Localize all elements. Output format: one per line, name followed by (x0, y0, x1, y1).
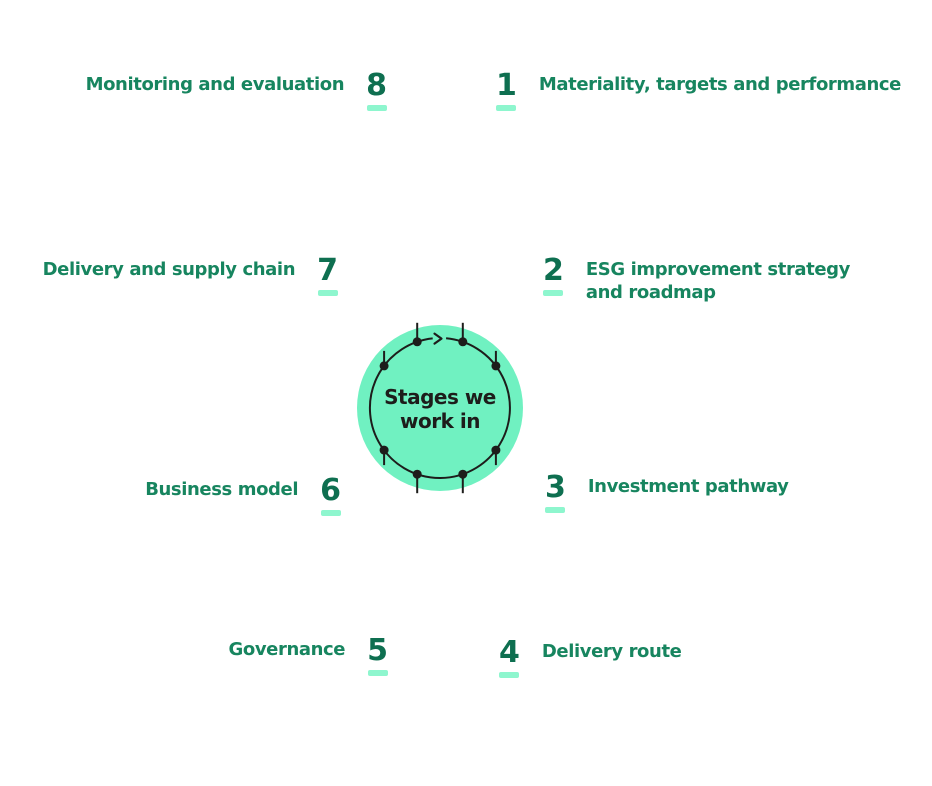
stage-2-underline (543, 290, 564, 296)
center-title-line2: work in (400, 409, 480, 433)
stage-1-number: 1 (496, 68, 517, 103)
stage-5-number-block: 5 (367, 636, 388, 676)
cycle-dot (458, 469, 468, 479)
stage-3-number-block: 3 (545, 473, 566, 513)
mint-disc (357, 325, 523, 491)
stage-5: Governance 5 (228, 636, 388, 676)
stage-6-number: 6 (320, 473, 341, 508)
stage-6-underline (320, 510, 341, 516)
stage-8: Monitoring and evaluation 8 (86, 71, 387, 111)
stage-4-number: 4 (499, 635, 520, 670)
stage-2-number: 2 (543, 253, 564, 288)
cycle-dot (458, 337, 468, 347)
cycle-dot (379, 361, 389, 371)
cycle-graphic: Stages we work in (357, 322, 523, 494)
stage-8-label: Monitoring and evaluation (85, 74, 345, 95)
stage-3-number: 3 (545, 470, 566, 505)
cycle-dot (491, 445, 501, 455)
stage-8-number-block: 8 (366, 71, 387, 111)
stage-1-underline (496, 105, 517, 111)
stage-5-number: 5 (367, 633, 388, 668)
cycle-dot (491, 361, 501, 371)
stage-8-underline (366, 105, 387, 111)
stage-6-number-block: 6 (320, 476, 341, 516)
stage-2-number-block: 2 (543, 256, 564, 296)
stage-2-label: ESG improvement strategy and roadmap (585, 259, 851, 303)
cycle-dot (379, 445, 389, 455)
stage-1-number-block: 1 (496, 71, 517, 111)
cycle-arc (368, 337, 511, 480)
stage-7-number: 7 (317, 253, 338, 288)
stage-5-underline (367, 670, 388, 676)
cycle-dots (379, 337, 501, 479)
stage-6-label: Business model (145, 479, 299, 500)
stage-3-label: Investment pathway (587, 476, 789, 497)
center-title-line1: Stages we (384, 385, 496, 409)
stage-1: 1 Materiality, targets and performance (496, 71, 901, 111)
stage-6: Business model 6 (145, 476, 341, 516)
stage-3: 3 Investment pathway (545, 473, 789, 513)
stage-7-number-block: 7 (317, 256, 338, 296)
stage-4-number-block: 4 (499, 638, 520, 678)
stage-4-label: Delivery route (541, 641, 682, 662)
stage-4: 4 Delivery route (499, 638, 682, 678)
stage-7: Delivery and supply chain 7 (43, 256, 338, 296)
stage-2: 2 ESG improvement strategy and roadmap (543, 256, 850, 304)
cycle-dot (412, 469, 422, 479)
stage-3-underline (545, 507, 566, 513)
stage-8-number: 8 (366, 68, 387, 103)
stage-5-label: Governance (228, 639, 346, 660)
stage-7-underline (317, 290, 338, 296)
cycle-arrow-icon (433, 332, 443, 345)
stage-1-label: Materiality, targets and performance (538, 74, 902, 95)
stage-7-label: Delivery and supply chain (42, 259, 296, 280)
cycle-dot (412, 337, 422, 347)
stage-4-underline (499, 672, 520, 678)
